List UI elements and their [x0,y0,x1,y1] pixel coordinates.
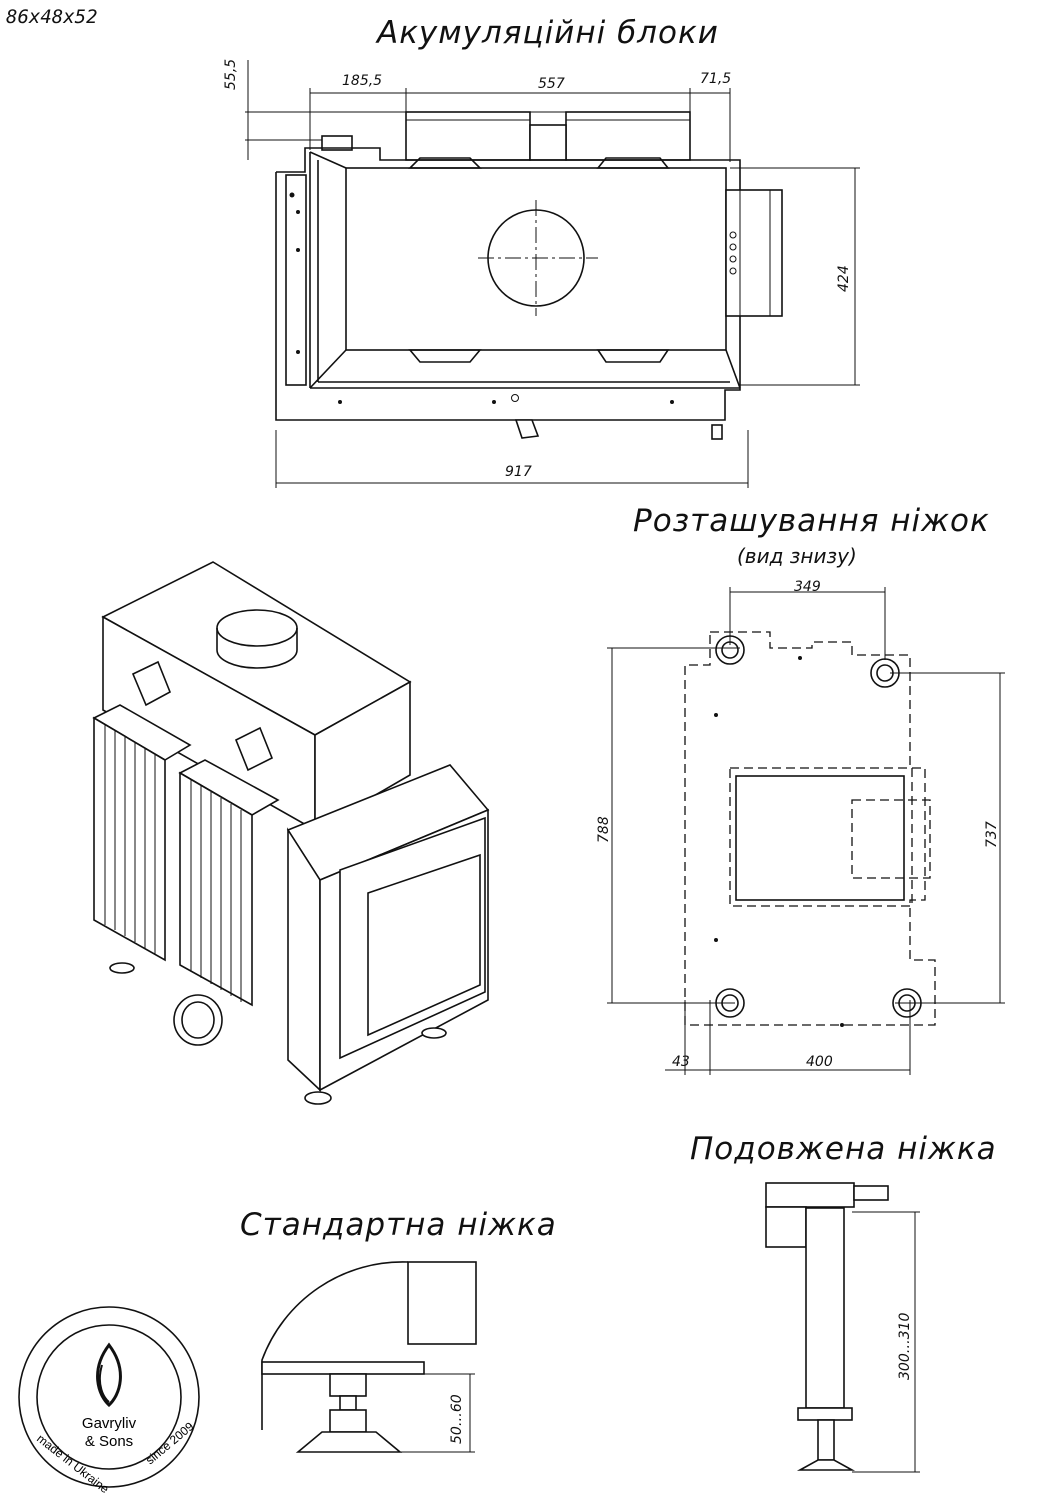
legs-layout-drawing [607,587,1005,1075]
top-view-title: Акумуляційні блоки [377,15,719,51]
top-view-drawing [245,60,860,488]
model-code: 86x48x52 [6,6,98,28]
dim-right-offset: 71,5 [700,71,732,87]
dim-bottom-span: 400 [806,1054,833,1070]
logo-brand-line1: Gavryliv [82,1415,137,1432]
logo-brand-line2: & Sons [85,1433,133,1450]
dim-block-span: 557 [538,76,565,92]
brand-logo: Gavryliv & Sons made in Ukraine since 20… [18,1306,200,1496]
isometric-view [92,561,490,1105]
dim-top-span: 349 [794,579,821,595]
standard-leg-drawing [261,1261,477,1453]
dim-width: 917 [505,464,532,480]
standard-leg-title: Стандартна ніжка [240,1207,557,1243]
legs-view-subtitle: (вид знизу) [737,544,857,568]
extended-leg-drawing [765,1182,920,1473]
legs-view-title: Розташування ніжок [633,503,990,539]
extended-leg-title: Подовжена ніжка [690,1131,997,1167]
dim-left-offset: 185,5 [342,73,383,89]
logo-ring-right: since 2009 [143,1419,197,1467]
